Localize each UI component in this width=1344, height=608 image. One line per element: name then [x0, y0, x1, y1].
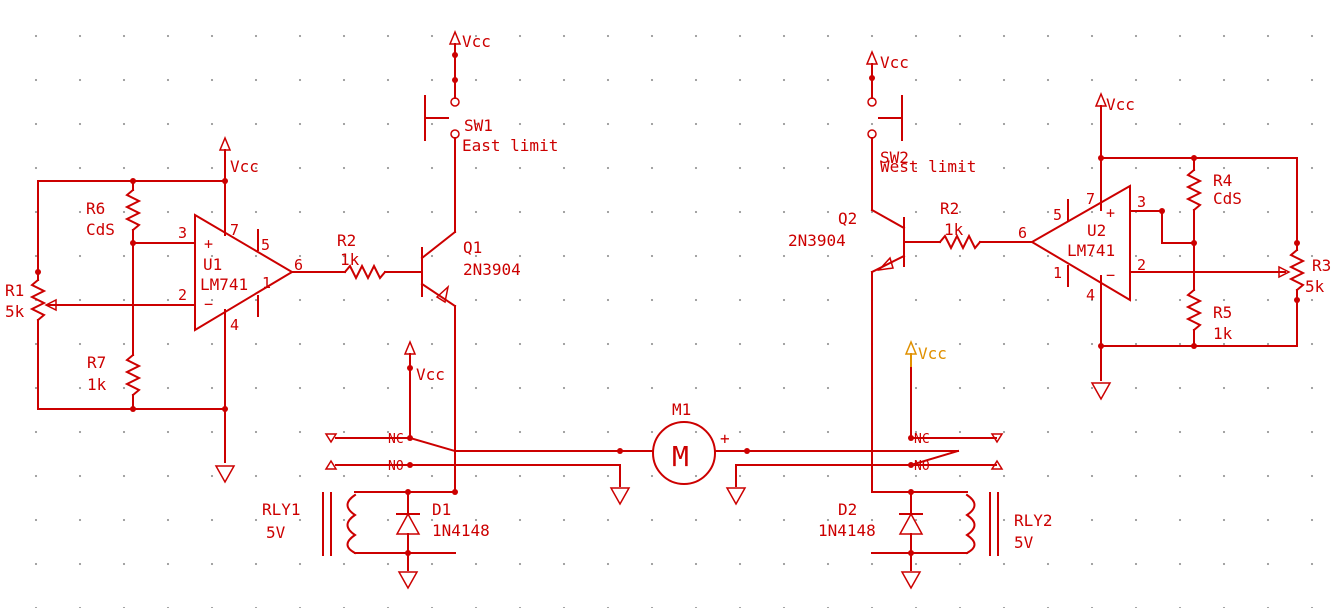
relay-rly1[interactable]: Vcc NC NO RLY1 5V — [262, 340, 457, 556]
r3-ref: R3 — [1312, 256, 1331, 275]
r5-value: 1k — [1213, 324, 1233, 343]
r1-value: 5k — [5, 302, 25, 321]
sw1-note: East limit — [462, 136, 558, 155]
r6-ref: R6 — [86, 199, 105, 218]
r1-ref: R1 — [5, 281, 24, 300]
u1-pin3: 3 — [178, 224, 187, 242]
u1-minus-sign: − — [204, 295, 213, 313]
d1-ref: D1 — [432, 500, 451, 519]
q2-ref: Q2 — [838, 209, 857, 228]
sw1-ref: SW1 — [464, 116, 493, 135]
r4-ref: R4 — [1213, 171, 1232, 190]
u1-pin6: 6 — [294, 256, 303, 274]
motor-plus: + — [720, 429, 730, 448]
relay-rly2[interactable]: Vcc NC NO RLY2 5V — [871, 340, 1053, 556]
motor-symbol: M — [672, 440, 689, 473]
rly2-value: 5V — [1014, 533, 1034, 552]
u2-pin6: 6 — [1018, 224, 1027, 242]
r3-value: 5k — [1305, 277, 1325, 296]
u2-part: LM741 — [1067, 241, 1115, 260]
u1-plus-sign: + — [204, 235, 213, 253]
u1-pin2: 2 — [178, 286, 187, 304]
u1-pin7: 7 — [230, 221, 239, 239]
r2-right-value: 1k — [944, 220, 964, 239]
u2-pin7: 7 — [1086, 190, 1095, 208]
d1-part: 1N4148 — [432, 521, 490, 540]
motor-m1[interactable]: M M1 + — [652, 400, 730, 485]
r6-value: CdS — [86, 220, 115, 239]
r2-right-ref: R2 — [940, 199, 959, 218]
r4-value: CdS — [1213, 189, 1242, 208]
rly1-vcc-label: Vcc — [416, 365, 445, 384]
d2-ref: D2 — [838, 500, 857, 519]
r2-left-ref: R2 — [337, 231, 356, 250]
u1-pin1: 1 — [262, 274, 271, 292]
u2-pin2: 2 — [1137, 256, 1146, 274]
switch-sw2[interactable]: Vcc SW2 West limit — [865, 50, 976, 211]
r2-left-value: 1k — [340, 250, 360, 269]
vcc-u1: Vcc — [218, 136, 259, 236]
u1-ref: U1 — [203, 255, 222, 274]
r7-ref: R7 — [87, 353, 106, 372]
rly2-ref: RLY2 — [1014, 511, 1053, 530]
sw1-vcc-label: Vcc — [462, 32, 491, 51]
vcc-u2-label: Vcc — [1106, 95, 1135, 114]
rly2-no: NO — [914, 459, 930, 474]
diode-d2[interactable]: D2 1N4148 — [818, 489, 924, 590]
sw2-vcc-label: Vcc — [880, 53, 909, 72]
r5-ref: R5 — [1213, 303, 1232, 322]
u1-part: LM741 — [200, 275, 248, 294]
u2-ref: U2 — [1087, 221, 1106, 240]
rly1-no: NO — [388, 459, 404, 474]
u2-pin3: 3 — [1137, 193, 1146, 211]
rly1-value: 5V — [266, 523, 286, 542]
q2-part: 2N3904 — [788, 231, 846, 250]
transistor-q2[interactable]: Q2 2N3904 — [788, 208, 906, 274]
switch-sw1[interactable]: Vcc SW1 East limit — [424, 30, 558, 155]
transistor-q1[interactable]: Q1 2N3904 — [420, 230, 521, 308]
u2-minus-sign: − — [1106, 266, 1115, 284]
opamp-u1[interactable]: + − U1 LM741 3 2 6 7 4 5 1 — [178, 213, 303, 334]
u2-pin4: 4 — [1086, 286, 1095, 304]
rly2-vcc-label: Vcc — [918, 344, 947, 363]
opamp-u2[interactable]: + − U2 LM741 3 2 6 7 4 5 1 — [1018, 184, 1146, 304]
sw2-ref: SW2 — [880, 148, 909, 167]
rly1-ref: RLY1 — [262, 500, 301, 519]
u2-plus-sign: + — [1106, 204, 1115, 222]
q1-part: 2N3904 — [463, 260, 521, 279]
u2-pin5: 5 — [1053, 206, 1062, 224]
rly2-nc: NC — [914, 432, 930, 447]
motor-ref: M1 — [672, 400, 691, 419]
r7-value: 1k — [87, 375, 107, 394]
u1-pin5: 5 — [261, 236, 270, 254]
u2-pin1: 1 — [1053, 264, 1062, 282]
vcc-u1-label: Vcc — [230, 157, 259, 176]
diode-d1[interactable]: D1 1N4148 — [395, 489, 490, 590]
d2-part: 1N4148 — [818, 521, 876, 540]
gnd-u1 — [214, 465, 236, 484]
q1-ref: Q1 — [463, 238, 482, 257]
sw2-note: West limit — [880, 157, 976, 176]
u1-pin4: 4 — [230, 316, 239, 334]
rly1-nc: NC — [388, 432, 404, 447]
